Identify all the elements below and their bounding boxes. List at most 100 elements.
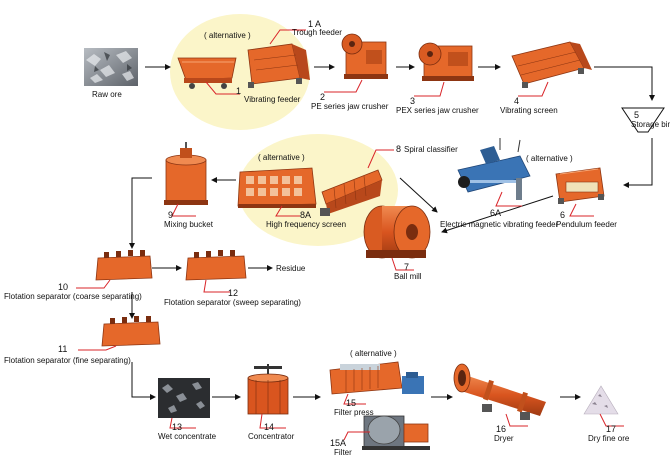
raw-ore-label: Raw ore: [92, 90, 122, 99]
dry-fine-ore-label: Dry fine ore: [588, 434, 630, 443]
pex-jaw-crusher-number: 3: [410, 96, 416, 106]
callout-2: [324, 79, 363, 93]
arrow-fine-to-concentrate: [131, 362, 156, 400]
concentrator-image: [247, 364, 289, 415]
hf-screen-number: 8A: [300, 210, 312, 220]
callout-16: [505, 413, 528, 427]
trough-feeder-number: 1 A: [308, 19, 322, 29]
dryer-label: Dryer: [494, 434, 514, 443]
callout-8: [367, 149, 394, 169]
callout-6: [569, 203, 594, 217]
callout-15: [343, 393, 366, 405]
arrow-classifier-to-ballmill: [399, 177, 438, 213]
mixing-bucket-image: [164, 142, 208, 205]
callout-11: [78, 345, 117, 351]
dryer-number: 16: [496, 424, 507, 434]
pe-jaw-crusher-number: 2: [320, 92, 326, 102]
wet-concentrate-label: Wet concentrate: [158, 432, 217, 441]
storage-bin-number: 5: [634, 110, 640, 120]
callout-7: [391, 257, 414, 271]
arrow-feeder-to-ballmill: [441, 195, 554, 234]
filter-image: [362, 415, 430, 450]
callout-9: [171, 203, 196, 217]
high-frequency-screen-image: [237, 167, 317, 208]
callout-3: [414, 81, 445, 97]
arrow-screen-to-bin: [594, 66, 655, 101]
callout-1: [205, 81, 240, 95]
pex-jaw-crusher-image: [418, 42, 474, 81]
callout-10: [76, 279, 111, 289]
dry-fine-ore-number: 17: [606, 424, 617, 434]
trough-feeder-image: [247, 43, 310, 88]
em-feeder-label: Electric magnetic vibrating feeder: [440, 220, 559, 229]
residue-label: Residue: [276, 264, 306, 273]
callout-leaders: [76, 29, 624, 441]
flotation-coarse-image: [95, 250, 153, 281]
spiral-classifier-label: Spiral classifier: [404, 145, 458, 154]
pex-jaw-crusher-label: PEX series jaw crusher: [396, 106, 479, 115]
flotation-sweep-label: Flotation separator (sweep separating): [164, 298, 301, 307]
concentrator-number: 14: [264, 422, 275, 432]
alternative-highlight-classifiers: [238, 134, 398, 246]
alternative-label-classifiers: ( alternative ): [258, 153, 305, 162]
mixing-bucket-number: 9: [168, 210, 174, 220]
callout-17: [599, 413, 624, 427]
trough-feeder-label: Trough feeder: [292, 28, 342, 37]
filter-number: 15A: [330, 438, 347, 448]
ball-mill-image: [363, 205, 431, 259]
storage-bin-label: Storage bin: [631, 120, 670, 129]
vibrating-screen-image: [511, 41, 592, 88]
vibrating-feeder-image: [177, 57, 237, 89]
pendulum-feeder-image: [555, 167, 605, 204]
concentrator-label: Concentrator: [248, 432, 295, 441]
mixing-bucket-label: Mixing bucket: [164, 220, 213, 229]
flotation-sweep-image: [185, 250, 247, 281]
pe-jaw-crusher-label: PE series jaw crusher: [311, 102, 389, 111]
callout-8a: [275, 205, 300, 217]
em-feeder-number: 6A: [490, 208, 502, 218]
alternative-highlight-feeders: [170, 14, 310, 130]
flotation-coarse-number: 10: [58, 282, 69, 292]
spiral-classifier-image: [320, 169, 383, 216]
filter-press-label: Filter press: [334, 408, 374, 417]
vibrating-feeder-number: 1: [236, 86, 242, 96]
hf-screen-label: High frequency screen: [266, 220, 347, 229]
callout-6a: [495, 191, 522, 207]
callout-14: [259, 413, 286, 429]
vibrating-screen-number: 4: [514, 96, 520, 106]
storage-bin-image: [621, 107, 665, 133]
flotation-fine-image: [101, 316, 161, 347]
arrow-bin-to-pendulum: [623, 138, 653, 188]
alternative-label-feeders: ( alternative ): [204, 31, 251, 40]
alternative-label-filters: ( alternative ): [350, 349, 397, 358]
ball-mill-number: 7: [404, 262, 410, 272]
spiral-classifier-number: 8: [396, 144, 402, 154]
callout-1a: [269, 29, 306, 45]
pe-jaw-crusher-image: [341, 33, 388, 79]
flotation-sweep-number: 12: [228, 288, 239, 298]
ball-mill-label: Ball mill: [394, 272, 422, 281]
flow-arrows: [129, 64, 655, 400]
flotation-fine-label: Flotation separator (fine separating): [4, 356, 131, 365]
arrow-bucket-to-flotation: [129, 177, 152, 249]
callout-4: [518, 81, 549, 97]
flotation-coarse-label: Flotation separator (coarse separating): [4, 292, 142, 301]
vibrating-screen-label: Vibrating screen: [500, 106, 558, 115]
pendulum-feeder-number: 6: [560, 210, 566, 220]
filter-press-number: 15: [346, 398, 357, 408]
pendulum-feeder-label: Pendulum feeder: [556, 220, 617, 229]
filter-label: Filter: [334, 448, 352, 457]
filter-press-image: [329, 361, 424, 395]
wet-concentrate-image: [158, 378, 210, 418]
flotation-fine-number: 11: [58, 344, 68, 354]
dryer-image: [453, 363, 546, 420]
dry-fine-ore-image: [583, 385, 619, 415]
wet-concentrate-number: 13: [172, 422, 183, 432]
callout-15a: [343, 431, 370, 441]
alternative-label-feeders-2: ( alternative ): [526, 154, 573, 163]
raw-ore-image: [84, 48, 138, 86]
em-vibrating-feeder-image: [457, 138, 531, 200]
vibrating-feeder-label: Vibrating feeder: [244, 95, 301, 104]
callout-12: [203, 279, 230, 293]
